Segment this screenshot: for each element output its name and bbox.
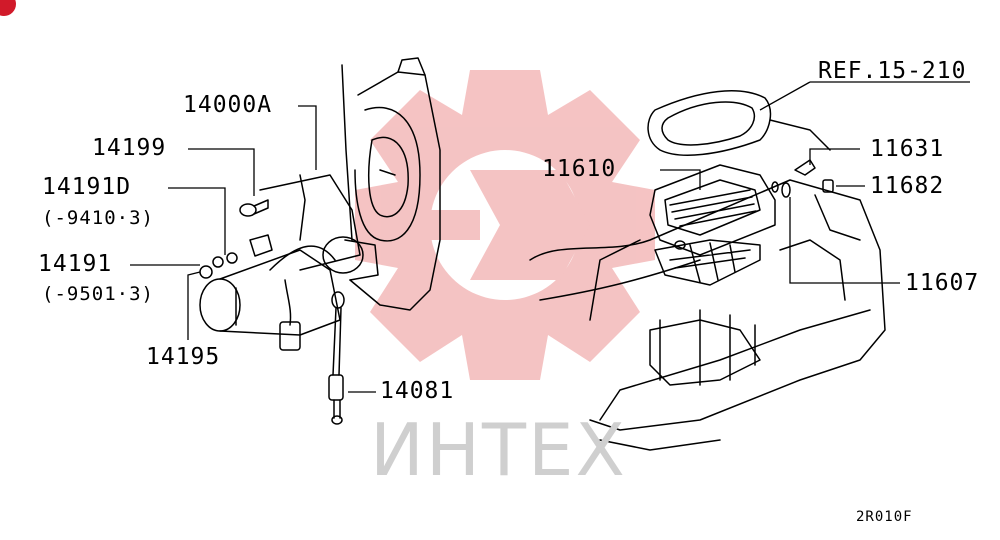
part-label-11610[interactable]: 11610 — [542, 156, 617, 182]
leader-11607 — [789, 197, 900, 284]
part-label-14191[interactable]: 14191 — [38, 251, 113, 277]
oil-strainer-11610 — [649, 164, 776, 286]
starter-motor — [199, 174, 379, 351]
part-range-14191d: (-9410·3) — [42, 207, 154, 229]
part-label-11682[interactable]: 11682 — [870, 173, 945, 199]
part-label-14195[interactable]: 14195 — [146, 344, 221, 370]
leader-14000A — [298, 105, 317, 170]
part-label-11631[interactable]: 11631 — [870, 136, 945, 162]
bolt-14199 — [239, 199, 269, 217]
sensor-11631 — [794, 159, 816, 176]
watermark-text: ИНТЕХ — [370, 408, 627, 492]
ref-label-15-210[interactable]: REF.15-210 — [818, 58, 967, 84]
part-label-11607[interactable]: 11607 — [905, 270, 980, 296]
leader-14199 — [188, 148, 255, 196]
gasket-15-210 — [647, 90, 772, 156]
leader-ref-15-210 — [759, 81, 970, 111]
cable-14081 — [328, 291, 345, 425]
diagram-code: 2R010F — [856, 509, 913, 525]
part-label-14191d[interactable]: 14191D — [42, 174, 132, 200]
leader-11610 — [660, 169, 701, 190]
part-label-14199[interactable]: 14199 — [92, 135, 167, 161]
washer-11607 — [771, 181, 791, 198]
part-label-14081[interactable]: 14081 — [380, 378, 455, 404]
leader-14191D — [168, 187, 226, 255]
engine-block — [529, 119, 886, 451]
bell-housing — [341, 57, 441, 311]
leader-14195 — [187, 271, 201, 340]
part-label-14000a[interactable]: 14000A — [183, 92, 273, 118]
corner-badge — [0, 0, 16, 16]
watermark-gear — [355, 70, 655, 380]
plug-11682 — [822, 179, 834, 193]
part-range-14191: (-9501·3) — [42, 283, 154, 305]
leader-11631 — [809, 148, 860, 165]
